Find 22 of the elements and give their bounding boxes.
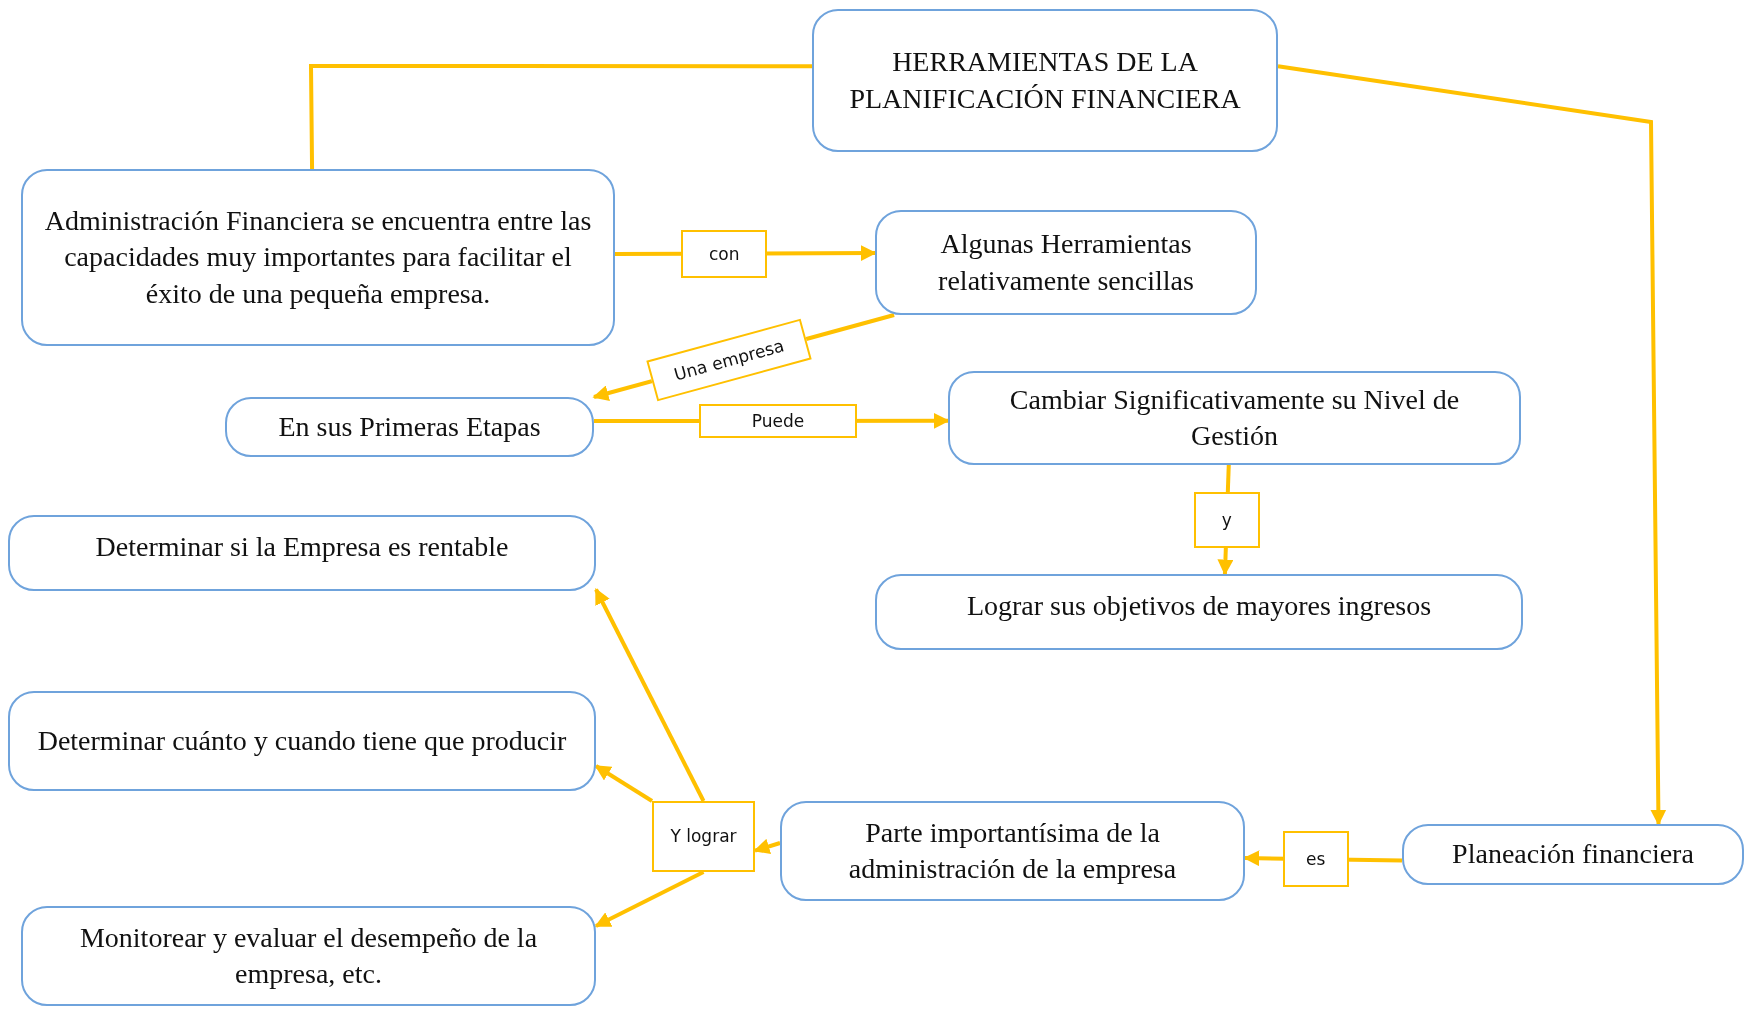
concept-box: Lograr sus objetivos de mayores ingresos: [875, 574, 1523, 650]
arrow: [594, 870, 705, 928]
edge-label: y: [1193, 491, 1260, 548]
edge-label: es: [1282, 831, 1349, 888]
arrow: [1277, 64, 1667, 826]
concept-box: HERRAMIENTAS DE LA PLANIFICACIÓN FINANCIERA: [812, 9, 1278, 152]
concept-box: Determinar si la Empresa es rentable: [8, 515, 596, 591]
edge-label: Puede: [699, 403, 858, 438]
connector-line: [308, 64, 812, 170]
arrow: [594, 764, 654, 803]
concept-box: Cambiar Significativamente su Nivel de Gestión: [948, 371, 1521, 465]
concept-box: En sus Primeras Etapas: [225, 397, 594, 457]
concept-box: Determinar cuánto y cuando tiene que producir: [8, 691, 596, 791]
concept-box: Algunas Herramientas relativamente sencillas: [875, 210, 1257, 315]
connector-label-box: Y lograr: [652, 801, 755, 872]
concept-box: Planeación financiera: [1402, 824, 1744, 885]
concept-box: Parte importantísima de la administración de la empresa: [780, 801, 1245, 901]
edge-label: con: [681, 229, 768, 278]
concept-box: Administración Financiera se encuentra entre las capacidades muy importantes para facilitar el éxito de una pequeña empresa.: [21, 169, 615, 346]
edge-label: Una empresa: [646, 318, 812, 402]
concept-box: Monitorear y evaluar el desempeño de la empresa, etc.: [21, 906, 596, 1006]
arrow: [594, 588, 706, 802]
